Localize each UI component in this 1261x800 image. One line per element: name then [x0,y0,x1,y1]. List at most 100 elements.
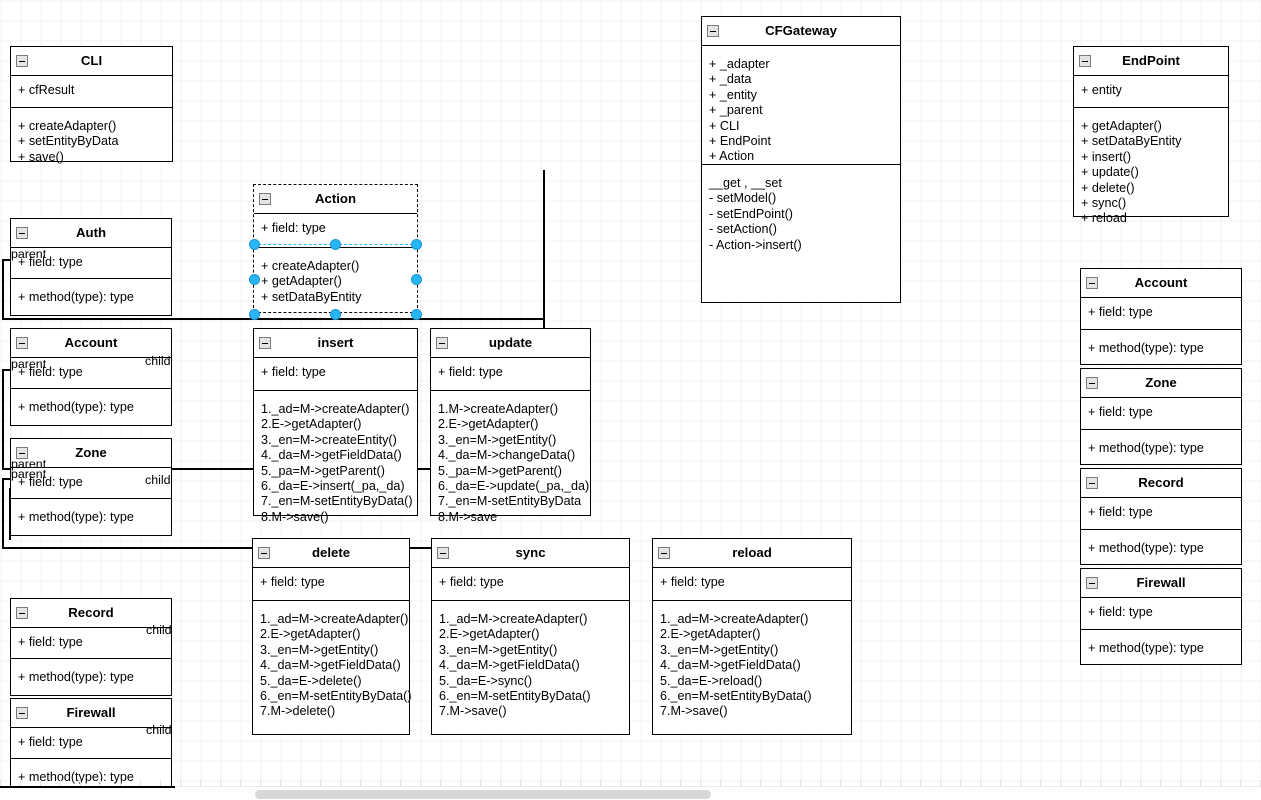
class-box-sync[interactable]: sync + field: type 1._ad=M->createAdapte… [431,538,630,736]
class-box-record-right[interactable]: Record + field: type + method(type): typ… [1080,468,1242,566]
class-box-cli[interactable]: CLI + cfResult + createAdapter() + setEn… [10,46,173,164]
collapse-minus-icon[interactable] [16,447,28,460]
class-title-firewall-right: Firewall [1081,569,1241,599]
class-box-cfgateway[interactable]: CFGateway + _adapter + _data + _entity +… [701,16,901,304]
collapse-minus-icon[interactable] [707,25,719,38]
attribute-row: + Action [709,149,755,164]
resize-handle-e[interactable] [411,274,422,285]
collapse-minus-icon[interactable] [1086,377,1098,390]
method-row: 6._en=M-setEntityByData() [439,688,591,703]
class-box-account-right[interactable]: Account + field: type + method(type): ty… [1080,268,1242,366]
class-box-endpoint[interactable]: EndPoint + entity + getAdapter() + setDa… [1073,46,1229,225]
methods-compartment: + method(type): type [1081,330,1241,365]
edge-zone-parent-v-b[interactable] [9,488,11,540]
ruler-tick [420,780,421,787]
resize-handle-s[interactable] [330,309,341,320]
edge-auth-bottom-h[interactable] [2,318,544,320]
method-row: + method(type): type [1088,441,1204,456]
class-box-update[interactable]: update + field: type 1.M->createAdapter(… [430,328,591,524]
class-title-auth: Auth [11,219,171,249]
class-box-zone-right[interactable]: Zone + field: type + method(type): type [1080,368,1242,466]
collapse-minus-icon[interactable] [1086,477,1098,490]
class-title-account-left: Account [11,329,171,359]
class-name-label: reload [732,545,772,560]
class-box-reload[interactable]: reload + field: type 1._ad=M->createAdap… [652,538,852,736]
ruler-tick [1200,780,1201,787]
attribute-row: + _parent [709,103,763,118]
method-row: 1._ad=M->createAdapter() [261,402,410,417]
methods-compartment: + method(type): type [1081,430,1241,465]
resize-handle-n[interactable] [330,239,341,250]
class-box-action[interactable]: Action + field: type + createAdapter() +… [253,184,418,314]
class-name-label: insert [317,335,354,350]
class-box-firewall-right[interactable]: Firewall + field: type + method(type): t… [1080,568,1242,666]
resize-handle-nw[interactable] [249,239,260,250]
collapse-minus-icon[interactable] [16,607,28,620]
resize-handle-sw[interactable] [249,309,260,320]
class-box-zone-left[interactable]: Zone + field: type + method(type): type [10,438,172,537]
method-row: 2.E->getAdapter() [260,627,361,642]
class-box-insert[interactable]: insert + field: type 1._ad=M->createAdap… [253,328,418,524]
edge-auth-parent-v[interactable] [2,259,4,319]
resize-handle-se[interactable] [411,309,422,320]
method-row: + createAdapter() [18,119,117,134]
ruler-tick [0,780,1,787]
collapse-minus-icon[interactable] [658,547,670,560]
class-box-firewall-left[interactable]: Firewall + field: type + method(type): t… [10,698,172,797]
collapse-minus-icon[interactable] [16,707,28,720]
method-row: 7.M->save() [660,704,728,719]
collapse-minus-icon[interactable] [1086,277,1098,290]
class-box-auth-left[interactable]: Auth + field: type + method(type): type [10,218,172,317]
class-box-account-left[interactable]: Account + field: type + method(type): ty… [10,328,172,427]
collapse-minus-icon[interactable] [16,337,28,350]
collapse-minus-icon[interactable] [436,337,448,350]
scrollbar-thumb[interactable] [255,790,711,799]
ruler-tick [760,780,761,787]
class-name-label: Firewall [66,705,116,720]
edge-zone-parent-v-a[interactable] [2,478,4,548]
collapse-minus-icon[interactable] [16,55,28,68]
horizontal-scrollbar[interactable] [0,780,1261,800]
ruler-tick [120,780,121,787]
method-row: + sync() [1081,195,1127,210]
resize-handle-w[interactable] [249,274,260,285]
methods-compartment: + method(type): type [11,499,171,536]
ruler-tick [620,780,621,787]
collapse-minus-icon[interactable] [1079,55,1091,68]
collapse-minus-icon[interactable] [1086,577,1098,590]
collapse-minus-icon[interactable] [259,193,271,206]
methods-compartment: 1._ad=M->createAdapter() 2.E->getAdapter… [253,601,412,735]
edge-label-account-parent: parent [11,357,47,371]
attribute-row: + field: type [261,365,326,380]
collapse-minus-icon[interactable] [437,547,449,560]
ruler-tick [1220,780,1221,787]
ruler-tick [380,780,381,787]
method-row: 5._pa=M->getParent() [261,463,385,478]
collapse-minus-icon[interactable] [259,337,271,350]
class-name-label: Record [68,605,114,620]
class-box-record-left[interactable]: Record + field: type + method(type): typ… [10,598,172,697]
attributes-compartment: + field: type [253,568,409,602]
ruler-tick [680,780,681,787]
attributes-compartment: + _adapter + _data + _entity + _parent +… [702,46,900,166]
class-name-label: sync [515,545,546,560]
collapse-minus-icon[interactable] [258,547,270,560]
ruler-tick [240,780,241,787]
attribute-row: + field: type [260,575,325,590]
method-row: 3._en=M->getEntity() [260,642,379,657]
ruler-tick [780,780,781,787]
ruler-tick [280,780,281,787]
method-row: + method(type): type [18,400,134,415]
ruler-tick [700,780,701,787]
edge-account-child-v[interactable] [543,170,545,318]
methods-compartment: 1._ad=M->createAdapter() 2.E->getAdapter… [653,601,851,735]
collapse-minus-icon[interactable] [16,227,28,240]
ruler-tick [880,780,881,787]
class-box-delete[interactable]: delete + field: type 1._ad=M->createAdap… [252,538,412,736]
resize-handle-ne[interactable] [411,239,422,250]
method-row: 1.M->createAdapter() [438,402,559,417]
edge-account-parent-v[interactable] [2,369,4,469]
ruler-tick [920,780,921,787]
method-row: + reload [1081,211,1127,226]
